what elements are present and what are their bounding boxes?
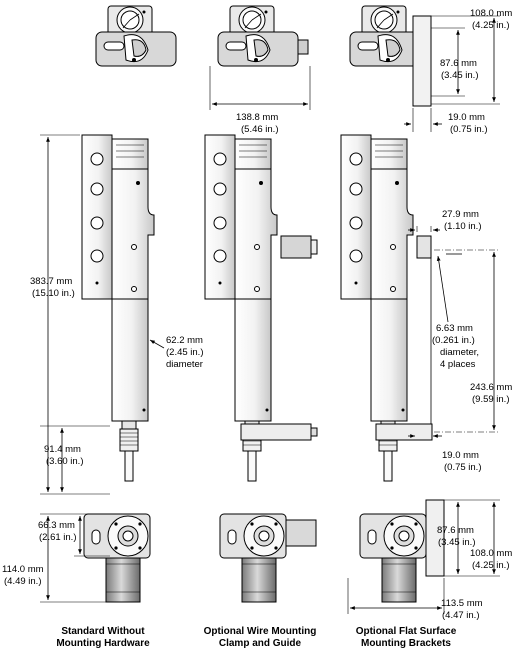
- bottom-view-wire-clamp: [219, 513, 287, 603]
- dim-top-bracket-offset: 19.0 mm: [448, 112, 485, 123]
- dim-overall-length-in: (15.10 in.): [32, 288, 75, 299]
- bottom-view-flat-bracket: [359, 513, 427, 603]
- dim-bottom-bracket-width-in: (4.47 in.): [442, 610, 480, 621]
- flat-bracket-top: [412, 15, 432, 107]
- flat-bracket-bottom: [425, 499, 445, 577]
- dim-bottom-height-in: (4.49 in.): [4, 576, 42, 587]
- dim-hole-note2: 4 places: [440, 359, 476, 370]
- dim-bracket-hole-spacing: 243.6 mm: [470, 382, 512, 393]
- dim-top-bolt-spacing: 87.6 mm: [440, 58, 477, 69]
- bottom-view-standard: [83, 513, 151, 603]
- dim-overall-length: 383.7 mm: [30, 276, 72, 287]
- dim-bottom-height: 114.0 mm: [2, 564, 44, 575]
- caption-wire-clamp-line1: Optional Wire Mounting: [204, 626, 317, 637]
- dim-body-diameter-note: diameter: [166, 359, 203, 370]
- dim-body-diameter: 62.2 mm: [166, 335, 203, 346]
- top-view-wire-clamp: [217, 5, 299, 67]
- wire-clamp-side: [240, 235, 318, 441]
- dim-bottom-bracket-height-in: (4.25 in.): [472, 560, 510, 571]
- dim-top-clamp-width: 138.8 mm: [236, 112, 278, 123]
- dim-bracket-top-offset: 27.9 mm: [442, 209, 479, 220]
- top-view-standard: [95, 5, 177, 67]
- flat-bracket-side: [375, 235, 433, 441]
- dim-bottom-bracket-height: 108.0 mm: [470, 548, 512, 559]
- caption-standard-line1: Standard Without: [61, 626, 145, 637]
- dim-hole-note1: diameter,: [440, 347, 479, 358]
- wire-clamp-bottom: [285, 519, 317, 547]
- dim-top-bracket-height: 108.0 mm: [470, 8, 512, 19]
- dim-bracket-top-offset-in: (1.10 in.): [444, 221, 482, 232]
- dim-shaft-length: 91.4 mm: [44, 444, 81, 455]
- dim-body-diameter-in: (2.45 in.): [166, 347, 204, 358]
- side-view-standard: [81, 134, 155, 482]
- dim-bottom-bracket-width: 113.5 mm: [441, 598, 483, 609]
- dim-hole-diameter: 6.63 mm: [436, 323, 473, 334]
- caption-flat-surface-line2: Mounting Brackets: [361, 638, 451, 649]
- dim-bottom-bolt-spacing-in: (3.45 in.): [438, 537, 476, 548]
- caption-standard-line2: Mounting Hardware: [56, 638, 150, 649]
- dim-bracket-bottom-offset-in: (0.75 in.): [444, 462, 482, 473]
- caption-wire-clamp-line2: Clamp and Guide: [219, 638, 302, 649]
- dim-bottom-body-width-in: (2.61 in.): [39, 532, 77, 543]
- dim-top-bracket-offset-in: (0.75 in.): [450, 124, 488, 135]
- dim-top-bracket-height-in: (4.25 in.): [472, 20, 510, 31]
- wire-clamp-top: [297, 39, 309, 55]
- dim-bottom-body-width: 66.3 mm: [38, 520, 75, 531]
- dim-top-bolt-spacing-in: (3.45 in.): [441, 70, 479, 81]
- dim-bottom-bolt-spacing: 87.6 mm: [437, 525, 474, 536]
- dim-bracket-bottom-offset: 19.0 mm: [442, 450, 479, 461]
- caption-flat-surface-line1: Optional Flat Surface: [356, 626, 457, 637]
- dim-bracket-hole-spacing-in: (9.59 in.): [472, 394, 510, 405]
- dim-shaft-length-in: (3.60 in.): [46, 456, 84, 467]
- dim-top-clamp-width-in: (5.46 in.): [241, 124, 279, 135]
- dim-hole-diameter-in: (0.261 in.): [432, 335, 475, 346]
